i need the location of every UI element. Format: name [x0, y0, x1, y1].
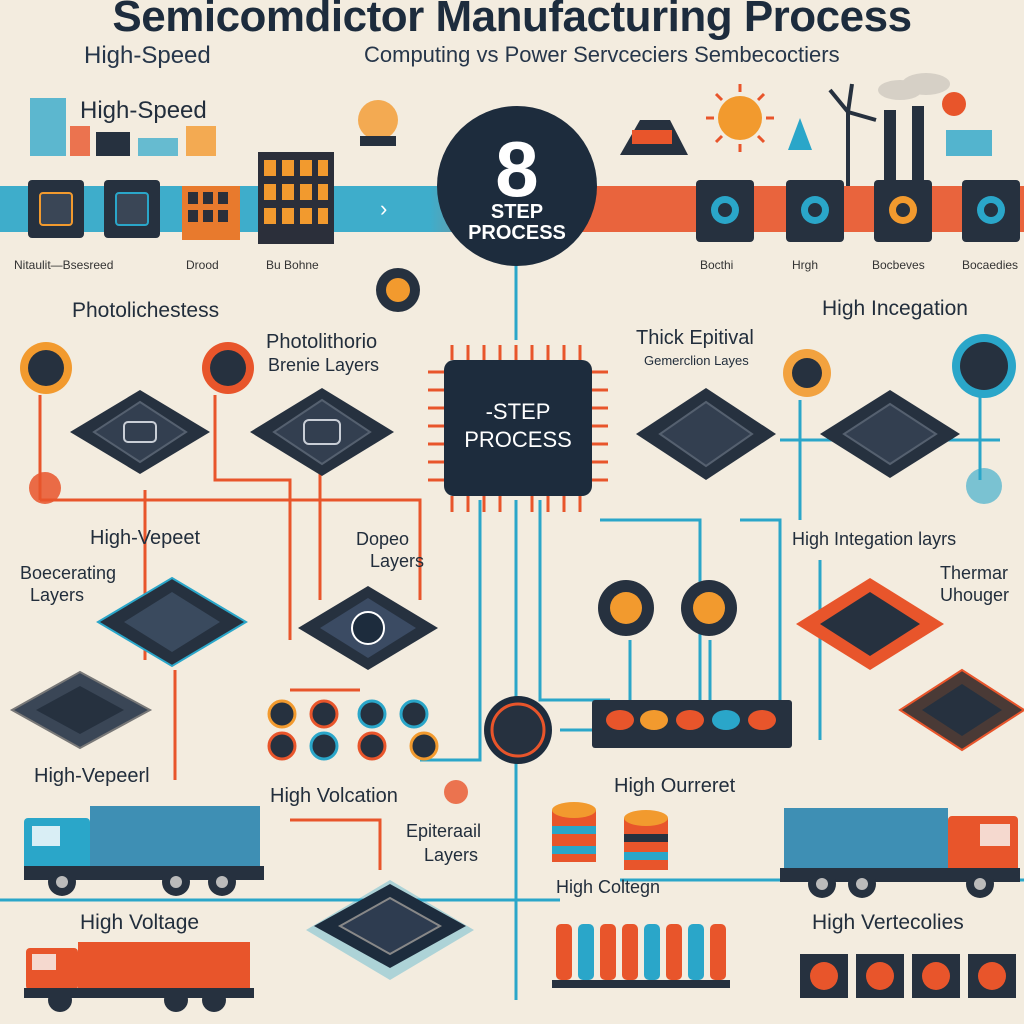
- energy-scene-illustration: [620, 73, 992, 186]
- label-photolichestess: Photolichestess: [72, 299, 220, 322]
- strip-label: Bocaedies: [962, 258, 1019, 272]
- label-gemerclion-layes: Gemerclion Layes: [644, 353, 749, 368]
- component-board: [592, 700, 792, 748]
- strip-label: Bu Bohne: [266, 258, 319, 272]
- label-brenie-layers: Brenie Layers: [268, 355, 380, 375]
- chip-doped-layers: [298, 586, 438, 670]
- lab-illustration: [30, 98, 398, 156]
- truck-left: [24, 806, 264, 896]
- chevron-right-icon: ›: [380, 196, 388, 221]
- label-high-voltage: High Voltage: [80, 911, 200, 934]
- bottom-right-tiles: [800, 954, 1016, 998]
- subtitle-left: High-Speed: [84, 42, 211, 69]
- label-high-vertecolies: High Vertecolies: [812, 911, 964, 934]
- label-thick-epitival: Thick Epitival: [636, 327, 754, 349]
- strip-label: Bocthi: [700, 258, 734, 272]
- label-epiteraail: Epiteraail: [406, 821, 482, 841]
- chip-thick-epitaxial: [636, 388, 776, 480]
- label-high-integation-layrs: High Integation layrs: [792, 529, 957, 549]
- label-high-vepeerl: High-Vepeerl: [34, 765, 150, 787]
- badge-number: 8: [495, 125, 539, 213]
- chip-photolithography-right: [250, 388, 394, 476]
- page-title: Semicomdictor Manufacturing Process: [112, 0, 912, 41]
- round-icons: [20, 268, 1016, 804]
- label-high-ourreret: High Ourreret: [614, 775, 736, 797]
- label-boecerating: Boecerating: [20, 563, 117, 583]
- label-boecerating-layers: Layers: [30, 585, 85, 605]
- label-thermar: Thermar: [940, 563, 1009, 583]
- label-uhouger: Uhouger: [940, 585, 1010, 605]
- truck-right: [780, 808, 1020, 898]
- truck-bottom-left: [24, 942, 254, 1012]
- badge-text: STEP PROCESS: [468, 201, 566, 244]
- strip-label: Hrgh: [792, 258, 819, 272]
- chip-high-integration: [820, 390, 960, 478]
- label-high-incegation: High Incegation: [822, 297, 968, 320]
- strip-label: Drood: [186, 258, 219, 272]
- chip-high-voltage-right: [898, 668, 1024, 752]
- center-chip-line1: -STEP: [485, 399, 551, 424]
- chip-high-vepeerl: [9, 670, 153, 750]
- center-processor-chip: [428, 345, 608, 512]
- label-dopeo: Dopeo: [356, 529, 410, 549]
- wafer-stacks: [552, 802, 668, 870]
- center-chip-line2: PROCESS: [464, 426, 572, 452]
- step-badge: [437, 106, 597, 266]
- label-photolithorio: Photolithorio: [266, 331, 378, 353]
- label-high-vepeet: High-Vepeet: [90, 527, 201, 549]
- strip-chips-left: [28, 152, 334, 244]
- subtitle-right: Computing vs Power Servceciers Sembecoct…: [364, 42, 840, 67]
- chip-boecerating-layers: [96, 576, 248, 668]
- chip-thermal: [796, 578, 944, 670]
- label-high-coltegn: High Coltegn: [556, 877, 661, 897]
- chip-epitaxial-bottom: [306, 880, 474, 980]
- center-chip-label: -STEP PROCESS: [448, 398, 588, 453]
- label-dopeo-layers: Layers: [370, 551, 425, 571]
- label-high-speed: High-Speed: [80, 97, 207, 124]
- label-high-volcation: High Volcation: [270, 785, 398, 807]
- chip-photolithography-left: [70, 390, 210, 474]
- capacitor-row: [552, 924, 730, 988]
- strip-chips-right: [696, 180, 1020, 242]
- label-epiteraail-layers: Layers: [424, 845, 479, 865]
- strip-label: Nitaulit—Bsesreed: [14, 258, 114, 272]
- strip-label: Bocbeves: [872, 258, 925, 272]
